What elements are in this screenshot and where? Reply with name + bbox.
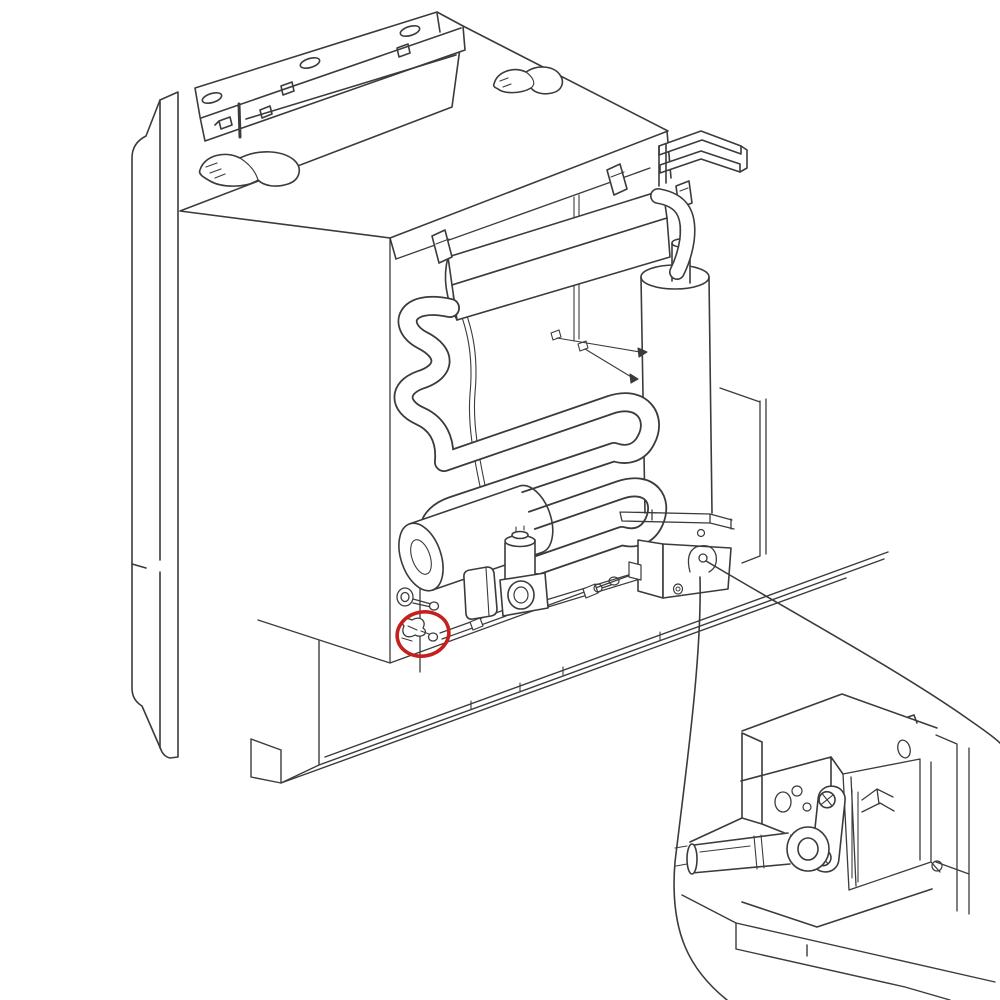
lifting-hook-right [492, 66, 564, 95]
burner-box [619, 509, 735, 599]
drip-tray [250, 551, 889, 784]
bracket-clip [214, 105, 273, 130]
accumulator-tank [398, 484, 554, 592]
part-fittings [396, 587, 440, 642]
panel-oval-hole [897, 739, 911, 759]
burner-tube [674, 826, 830, 875]
condenser-tab [431, 229, 453, 264]
callout-leader-upper [705, 560, 1000, 744]
lifting-hook-left [198, 151, 301, 187]
bracket-slot [280, 43, 411, 96]
corner-clamp [658, 130, 748, 187]
back-panel [131, 91, 179, 759]
mounting-bracket-bar [194, 11, 466, 142]
highlighted-fitting [401, 617, 439, 642]
condenser-tab [606, 163, 628, 196]
burner-mount-bolt [698, 553, 708, 563]
burner-detail-view [673, 560, 1000, 1000]
bracket-hole [201, 91, 223, 105]
gas-valve-assembly [439, 525, 641, 640]
cooling-unit [131, 11, 1000, 1000]
highlight-ellipse [395, 610, 451, 658]
absorber-coil [393, 296, 668, 575]
bracket-hole [299, 56, 321, 70]
flue-cylinder [640, 180, 713, 514]
bracket-hole [399, 24, 421, 38]
finned-condenser [431, 163, 696, 321]
burner-spring-clip [861, 788, 895, 813]
callout-leader-lower [673, 576, 728, 1000]
igniter-wires [550, 329, 648, 384]
